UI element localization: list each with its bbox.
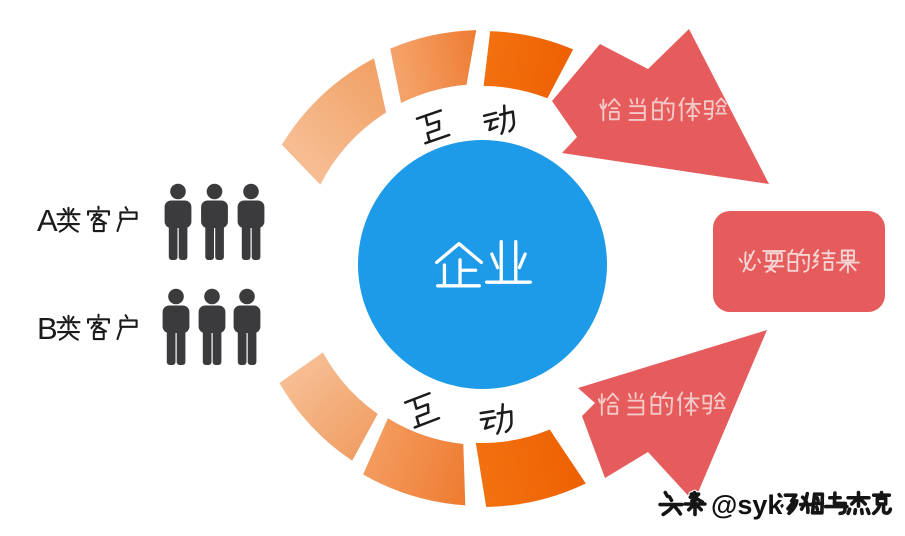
svg-text:B: B <box>37 311 58 346</box>
svg-text:A: A <box>37 203 58 238</box>
svg-text:@syk: @syk <box>711 490 783 520</box>
